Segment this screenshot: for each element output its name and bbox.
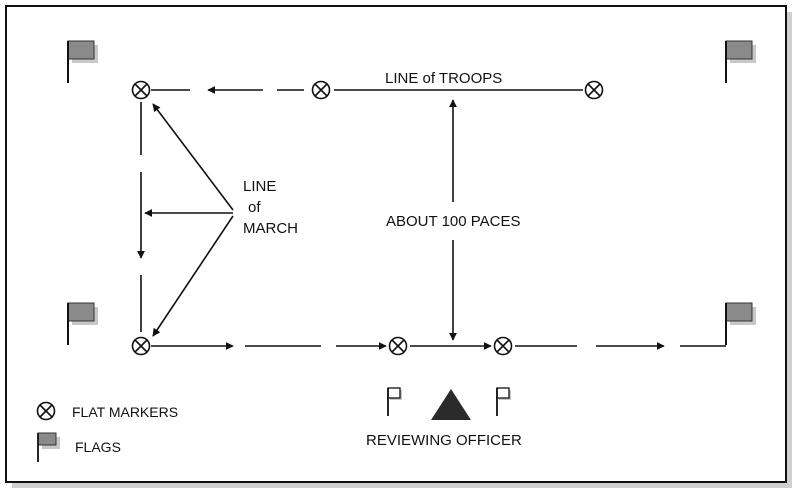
legend-flag-icon [37, 432, 60, 462]
line-of-march-label-2: of [248, 199, 261, 216]
marker-bottom-center-left [388, 336, 408, 356]
marker-top-right [584, 80, 604, 100]
pointer-top [152, 103, 234, 211]
legend-markers-label: FLAT MARKERS [72, 404, 178, 420]
line-of-troops-label: LINE of TROOPS [385, 70, 502, 87]
marker-bottom-center-right [493, 336, 513, 356]
line-of-march-label-1: LINE [243, 178, 276, 195]
legend: FLAT MARKERS FLAGS [36, 401, 178, 462]
marker-top-middle [311, 80, 331, 100]
line-of-march-pointers [144, 103, 234, 337]
legend-flags-label: FLAGS [75, 439, 121, 455]
line-of-march-label-3: MARCH [243, 220, 298, 237]
reviewing-officer-label: REVIEWING OFFICER [366, 432, 522, 449]
reviewing-officer-icon [431, 389, 471, 420]
marker-bottom-left [131, 336, 151, 356]
distance-label: ABOUT 100 PACES [386, 213, 521, 230]
marker-top-left [131, 80, 151, 100]
pointer-bottom [152, 215, 234, 337]
legend-marker-icon [36, 401, 56, 421]
